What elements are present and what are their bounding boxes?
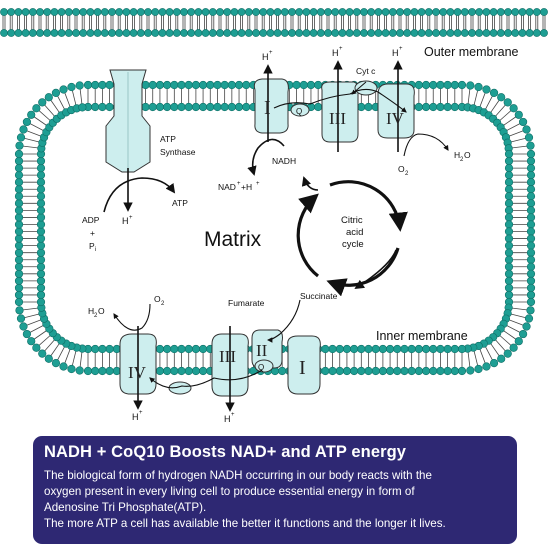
citric-label-3: cycle bbox=[342, 239, 364, 250]
h2o-top-h: H bbox=[454, 150, 460, 160]
arrows bbox=[103, 60, 449, 412]
h-plus-IV-bottom: H bbox=[132, 412, 139, 422]
h2o-bottom-h: H bbox=[88, 306, 94, 316]
labels: Outer membrane Inner membrane Matrix ATP… bbox=[82, 45, 519, 424]
info-line-4: The more ATP a cell has available the be… bbox=[44, 517, 446, 530]
atp-synthase-label-2: Synthase bbox=[160, 147, 196, 157]
cyt-c-ellipse-top bbox=[354, 80, 378, 96]
nad-sup: + bbox=[237, 181, 241, 187]
q-ellipse-top bbox=[290, 103, 310, 117]
atp-synthase bbox=[105, 69, 151, 173]
info-title: NADH + CoQ10 Boosts NAD+ and ATP energy bbox=[44, 443, 407, 461]
matrix-label: Matrix bbox=[204, 228, 262, 251]
h-plus-IV-top: H bbox=[392, 48, 399, 58]
o2-bottom-label: O bbox=[154, 294, 161, 304]
outer-membrane-label: Outer membrane bbox=[424, 45, 519, 59]
q-ellipse-bottom bbox=[254, 359, 274, 373]
atp-synthase-label-1: ATP bbox=[160, 134, 176, 144]
h-plus-III-top: H bbox=[332, 48, 339, 58]
nad-tail-sup: + bbox=[256, 181, 260, 187]
info-line-1: The biological form of hydrogen NADH occ… bbox=[44, 469, 432, 482]
citric-label-2: acid bbox=[346, 227, 363, 238]
adp-plus-label: + bbox=[90, 228, 95, 238]
electron-transport-diagram: Outer membrane Inner membrane Matrix ATP… bbox=[0, 8, 548, 424]
fumarate-label: Fumarate bbox=[228, 298, 265, 308]
o2-top-sub: 2 bbox=[405, 171, 409, 177]
h-plus-III-bottom-sup: + bbox=[231, 412, 235, 418]
complex-II-bottom-label: II bbox=[256, 341, 268, 360]
o2-bottom-sub: 2 bbox=[161, 301, 165, 307]
succinate-label: Succinate bbox=[300, 291, 338, 301]
complex-IV-top-label: IV bbox=[386, 109, 405, 128]
nad-label: NAD bbox=[218, 182, 236, 192]
inner-membrane-label: Inner membrane bbox=[376, 329, 468, 343]
info-line-3: Adenosine Tri Phosphate(ATP). bbox=[44, 501, 207, 514]
complex-I-bottom bbox=[287, 335, 321, 395]
nadh-label: NADH bbox=[272, 156, 296, 166]
o2-top-label: O bbox=[398, 164, 405, 174]
pi-label: P bbox=[89, 241, 95, 251]
h-plus-synthase-sup: + bbox=[129, 215, 133, 221]
q-top-label: Q bbox=[296, 107, 302, 116]
h2o-top-sub: 2 bbox=[460, 157, 464, 163]
outer-membrane bbox=[0, 8, 548, 37]
complex-I-top-label: I bbox=[264, 97, 271, 119]
h-plus-III-top-sup: + bbox=[339, 46, 343, 52]
citric-label-1: Citric bbox=[341, 215, 363, 226]
h2o-bottom-sub: 2 bbox=[94, 313, 98, 319]
h2o-top-o: O bbox=[464, 150, 471, 160]
atp-label: ATP bbox=[172, 198, 188, 208]
cyt-c-label: Cyt c bbox=[356, 66, 376, 76]
info-line-2: oxygen present in every living cell to p… bbox=[44, 485, 415, 498]
complex-I-bottom-label: I bbox=[299, 357, 306, 379]
adp-label: ADP bbox=[82, 215, 100, 225]
h2o-bottom-o: O bbox=[98, 306, 105, 316]
h-plus-I-top: H bbox=[262, 52, 269, 62]
pi-sub-label: i bbox=[95, 247, 96, 253]
complex-III-top-label: III bbox=[329, 109, 346, 128]
h-plus-IV-top-sup: + bbox=[399, 46, 403, 52]
info-box: NADH + CoQ10 Boosts NAD+ and ATP energy … bbox=[33, 436, 517, 544]
h-plus-I-top-sup: + bbox=[269, 50, 273, 56]
h-plus-synthase: H bbox=[122, 216, 129, 226]
h-plus-IV-bottom-sup: + bbox=[139, 410, 143, 416]
complex-IV-bottom-label: IV bbox=[128, 363, 147, 382]
complex-I-top bbox=[253, 78, 289, 134]
nad-tail: +H bbox=[241, 182, 252, 192]
q-bottom-label: Q bbox=[258, 363, 264, 372]
h-plus-III-bottom: H bbox=[224, 414, 231, 424]
complex-III-bottom-label: III bbox=[219, 347, 236, 366]
